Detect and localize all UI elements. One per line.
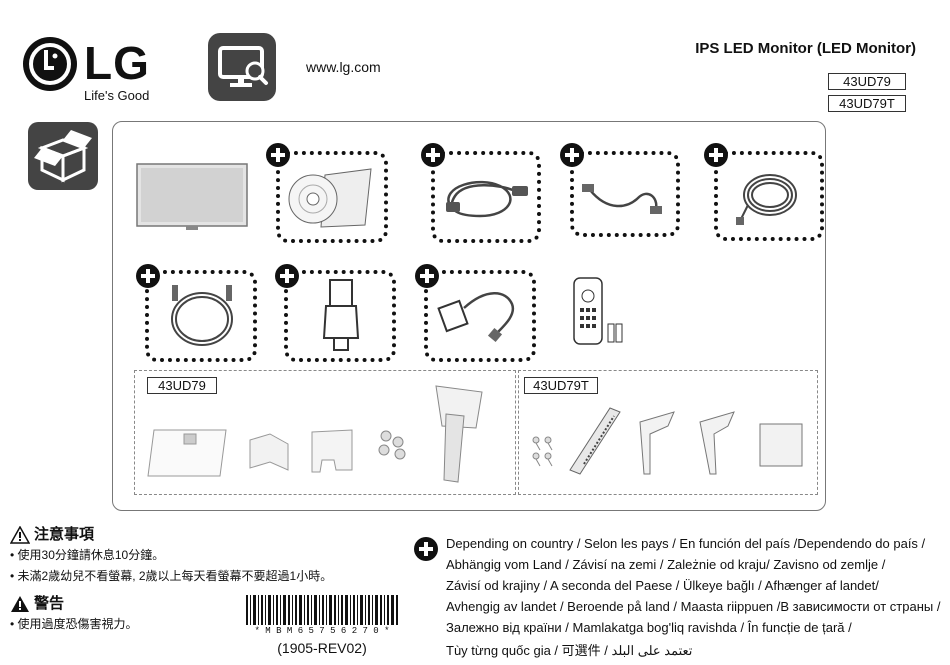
optional-item-hdmi-cable bbox=[570, 151, 680, 237]
model-box-label-2: 43UD79T bbox=[524, 377, 598, 394]
lan-cable-image bbox=[736, 174, 797, 225]
plus-icon bbox=[275, 264, 299, 288]
caution-title: 注意事項 bbox=[34, 526, 95, 543]
warning-item-1: • 使用過度恐傷害視力。 bbox=[10, 617, 138, 631]
components-frame bbox=[112, 121, 826, 511]
brand-slogan: Life's Good bbox=[84, 88, 150, 103]
country-note-line-6: Tùy từng quốc gia / 可選件 / تعتمد على البل… bbox=[446, 643, 693, 658]
brand-name: LG bbox=[84, 37, 150, 89]
model-tag-1: 43UD79 bbox=[828, 73, 906, 90]
remote-control-image bbox=[573, 277, 623, 345]
model-box-label-1: 43UD79 bbox=[147, 377, 217, 394]
barcode bbox=[246, 595, 398, 625]
caution-item-2: • 未滿2歲幼兒不看螢幕, 2歲以上每天看螢幕不要超過1小時。 bbox=[10, 569, 333, 583]
optional-item-displayport bbox=[284, 270, 396, 362]
barcode-text: * M B M 6 5 7 5 6 2 7 0 * bbox=[254, 626, 390, 636]
stand-parts-43ud79t-image bbox=[532, 407, 803, 475]
revision-code: (1905-REV02) bbox=[277, 640, 367, 656]
stand-parts-43ud79-image bbox=[147, 385, 483, 483]
displayport-adapter-image bbox=[322, 279, 360, 351]
model-box-43ud79 bbox=[134, 370, 516, 495]
optional-item-lan-cable bbox=[714, 151, 824, 241]
warning-title: 警告 bbox=[34, 595, 65, 612]
plus-icon bbox=[136, 264, 160, 288]
model-box-43ud79t bbox=[518, 370, 818, 495]
power-cord-image bbox=[446, 180, 528, 218]
rgb-audio-cable-image bbox=[437, 292, 515, 343]
monitor-image bbox=[136, 163, 248, 230]
country-note-line-5: Залежно від країни / Mamlakatga bog'liq … bbox=[446, 620, 852, 635]
warning-triangle-icon bbox=[11, 596, 29, 612]
optional-item-cd-manual bbox=[276, 151, 388, 243]
cd-manual-image bbox=[288, 168, 372, 228]
open-box-icon bbox=[28, 122, 98, 190]
caution-item-1: • 使用30分鐘請休息10分鐘。 bbox=[10, 548, 165, 562]
optional-item-usb-c-cable bbox=[145, 270, 257, 362]
country-note-line-4: Avhengig av landet / Beroende på land / … bbox=[446, 599, 941, 614]
plus-icon bbox=[421, 143, 445, 167]
country-note-line-3: Závisí od krajiny / A seconda del Paese … bbox=[446, 578, 879, 593]
optional-item-rgb-audio-cable bbox=[424, 270, 536, 362]
usb-c-cable-image bbox=[171, 285, 233, 346]
country-note-line-1: Depending on country / Selon les pays / … bbox=[446, 536, 926, 551]
product-title: IPS LED Monitor (LED Monitor) bbox=[695, 40, 916, 57]
optional-item-power-cord bbox=[431, 151, 541, 243]
caution-triangle-icon bbox=[10, 526, 30, 544]
lg-face-icon bbox=[23, 37, 77, 91]
country-note-line-2: Abhängig vom Land / Závisí na zemi / Zal… bbox=[446, 557, 886, 572]
plus-icon bbox=[415, 264, 439, 288]
plus-icon bbox=[704, 143, 728, 167]
hdmi-cable-image bbox=[582, 184, 662, 214]
lg-logo: LG Life's Good bbox=[22, 36, 162, 106]
monitor-search-icon bbox=[208, 33, 276, 101]
plus-icon bbox=[266, 143, 290, 167]
plus-icon bbox=[414, 537, 438, 561]
website-link[interactable]: www.lg.com bbox=[306, 59, 381, 75]
model-tag-2: 43UD79T bbox=[828, 95, 906, 112]
country-note: Depending on country / Selon les pays / … bbox=[446, 536, 942, 658]
plus-icon bbox=[560, 143, 584, 167]
